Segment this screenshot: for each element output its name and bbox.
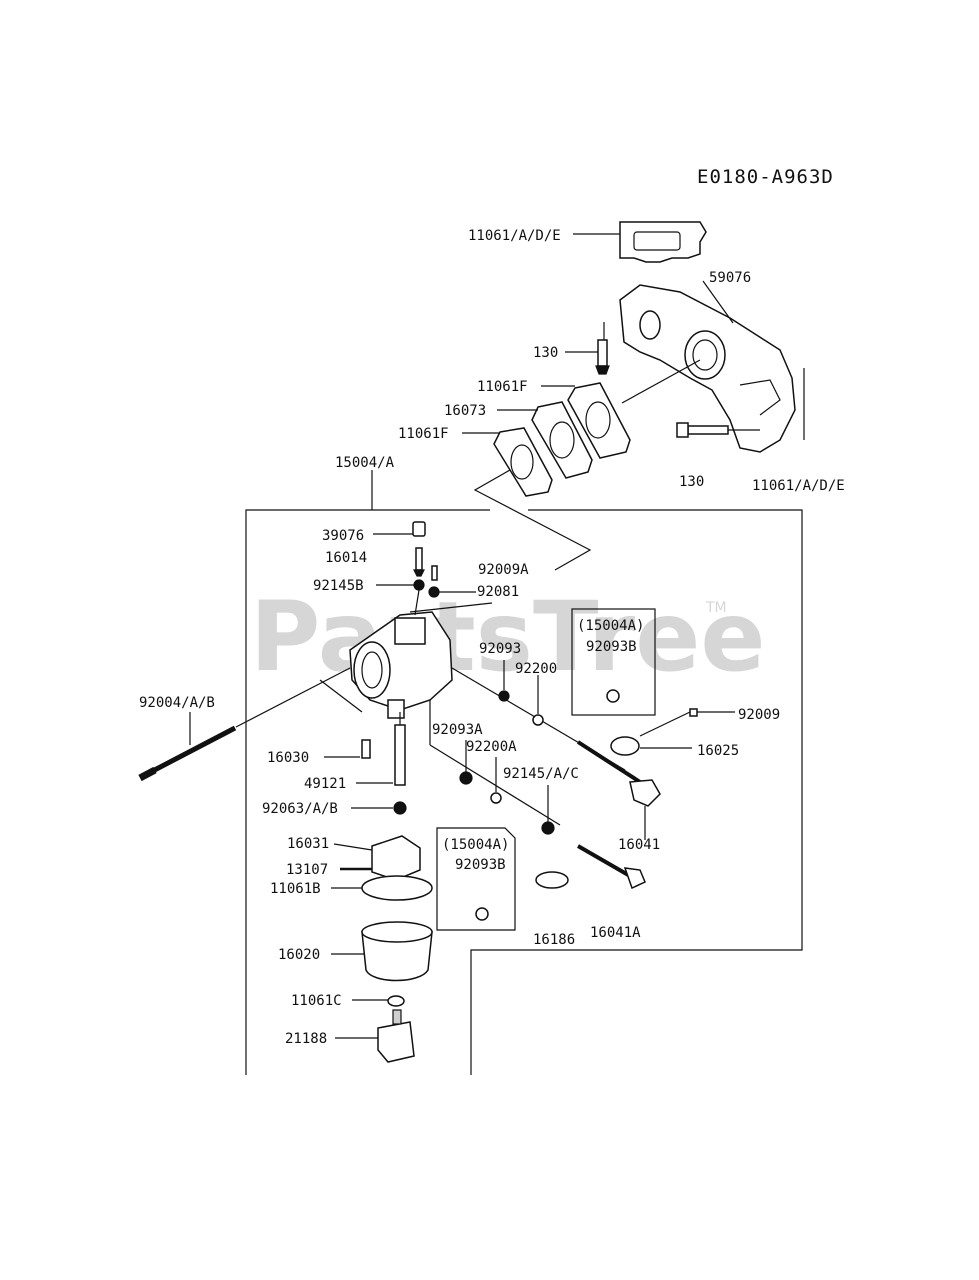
inset-box-2 [436, 827, 516, 931]
label-92145b: 92145B [313, 578, 364, 594]
gasket-11061f-lower [462, 427, 592, 571]
label-92009: 92009 [738, 707, 780, 723]
label-16073: 16073 [444, 403, 486, 419]
inset-box-1 [571, 608, 656, 716]
label-130-top: 130 [533, 345, 558, 361]
diagram-code: E0180-A963D [697, 166, 834, 188]
part-labels: 11061/A/D/E 59076 130 11061F 16073 11061… [139, 228, 845, 1047]
label-15004a-box1: (15004A) [577, 618, 644, 634]
label-16041: 16041 [618, 837, 660, 853]
watermark: PartsTree TM [250, 581, 765, 693]
float-16031 [333, 835, 421, 881]
label-92145ac: 92145/A/C [503, 766, 579, 782]
label-92093: 92093 [479, 641, 521, 657]
center-parts [324, 700, 646, 890]
bolt-130-right [676, 422, 760, 438]
float-bowl-16020 [331, 921, 433, 982]
bolt-130-top [565, 322, 610, 375]
label-92093a: 92093A [432, 722, 483, 738]
label-15004a-box2: (15004A) [442, 837, 509, 853]
top-gasket-part [573, 221, 707, 263]
label-11061c: 11061C [291, 993, 342, 1009]
solenoid-21188 [335, 1009, 415, 1063]
watermark-tm: TM [705, 600, 727, 616]
label-16186: 16186 [533, 932, 575, 948]
label-16025: 16025 [697, 743, 739, 759]
label-11061ade-top: 11061/A/D/E [468, 228, 561, 244]
watermark-text: PartsTree [250, 581, 765, 693]
label-130-right: 130 [679, 474, 704, 490]
label-15004a: 15004/A [335, 455, 395, 471]
label-11061f-lower: 11061F [398, 426, 449, 442]
label-16030: 16030 [267, 750, 309, 766]
assembly-bracket [245, 470, 803, 1075]
label-11061f-upper: 11061F [477, 379, 528, 395]
insulator-16073 [497, 401, 593, 479]
label-92004ab: 92004/A/B [139, 695, 215, 711]
label-92093b-box2: 92093B [455, 857, 506, 873]
label-92009a: 92009A [478, 562, 529, 578]
label-16014: 16014 [325, 550, 367, 566]
throttle-shaft-92004 [138, 667, 351, 782]
gasket-11061c [352, 995, 405, 1007]
choke-parts-right [451, 660, 735, 840]
label-92200a: 92200A [466, 739, 517, 755]
label-13107: 13107 [286, 862, 328, 878]
gasket-11061f-upper [541, 359, 701, 459]
label-92093b-box1: 92093B [586, 639, 637, 655]
label-16041a: 16041A [590, 925, 641, 941]
label-49121: 49121 [304, 776, 346, 792]
label-11061ade-right: 11061/A/D/E [752, 478, 845, 494]
label-92200: 92200 [515, 661, 557, 677]
label-11061b: 11061B [270, 881, 321, 897]
label-16031: 16031 [287, 836, 329, 852]
label-21188: 21188 [285, 1031, 327, 1047]
carburetor-body-part [319, 602, 493, 719]
label-92081: 92081 [477, 584, 519, 600]
intake-manifold-part [619, 280, 805, 453]
label-92063ab: 92063/A/B [262, 801, 338, 817]
label-16020: 16020 [278, 947, 320, 963]
gasket-11061b [331, 875, 433, 901]
label-39076: 39076 [322, 528, 364, 544]
small-parts-top [373, 521, 476, 616]
label-59076: 59076 [709, 270, 751, 286]
